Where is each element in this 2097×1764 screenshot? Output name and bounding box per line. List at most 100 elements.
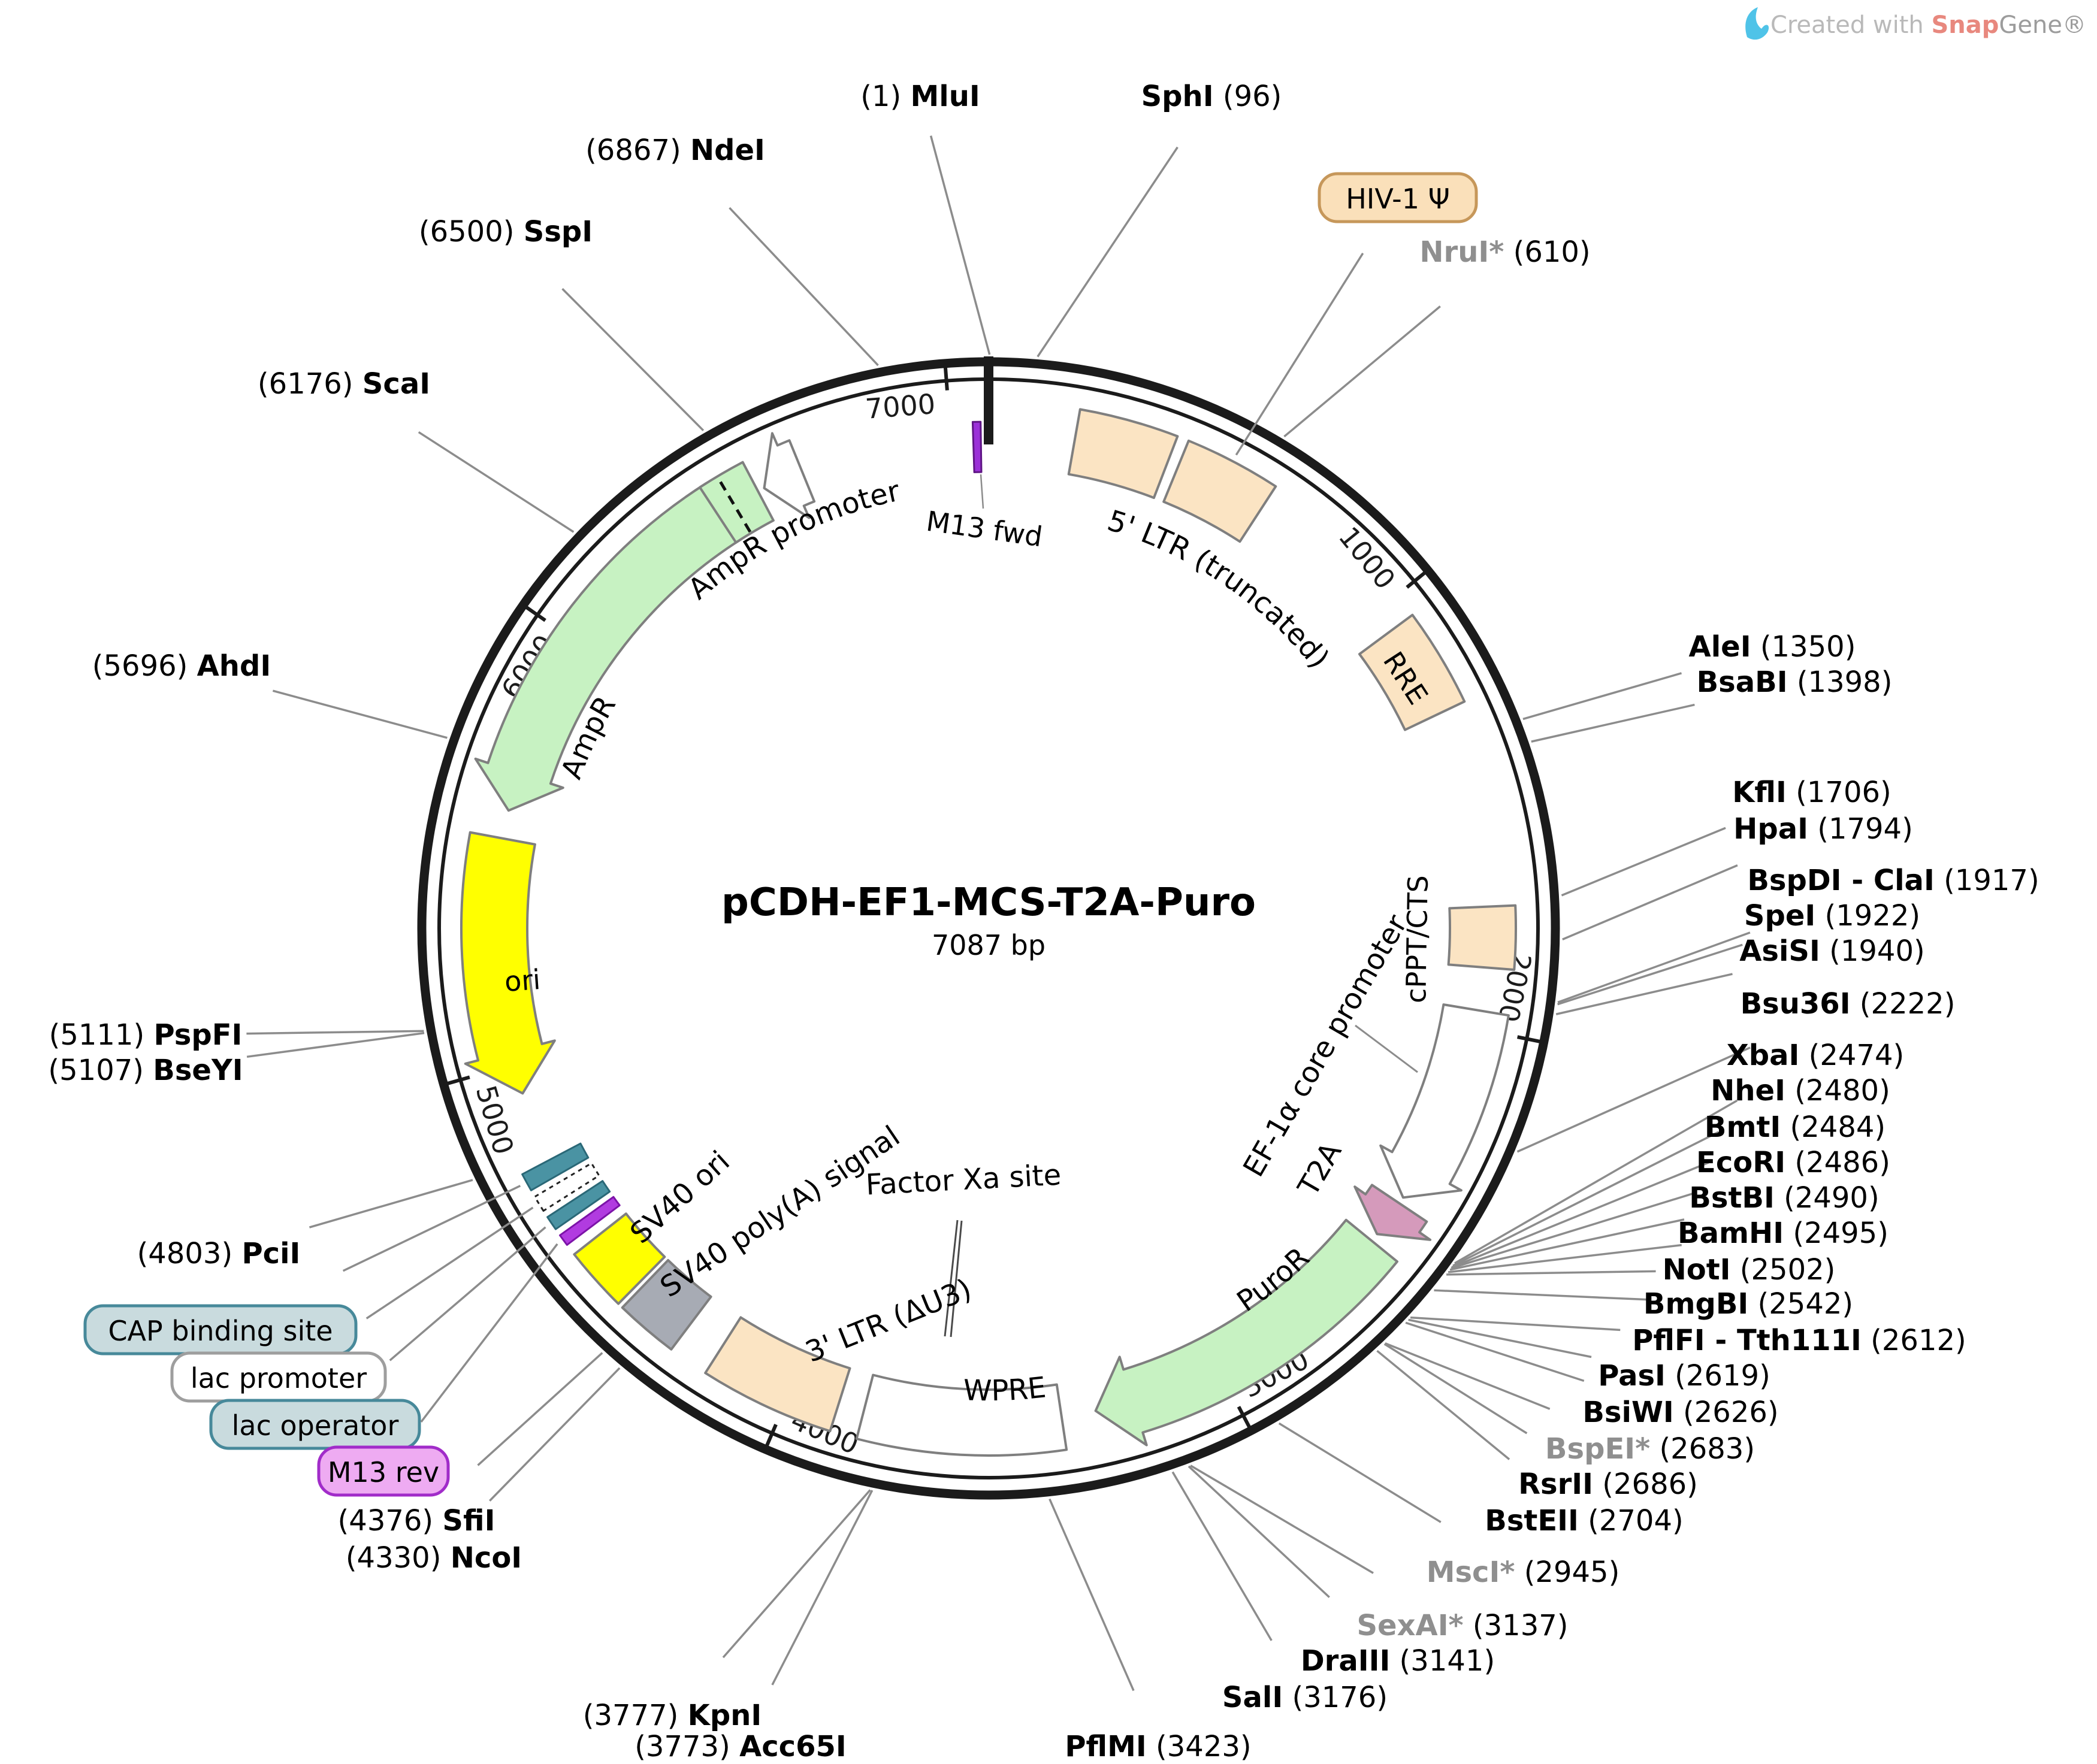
site-label-NruI*: NruI* (610) [1419, 235, 1590, 269]
site-label-NotI: NotI (2502) [1663, 1253, 1836, 1287]
site-label-BsiWI: BsiWI (2626) [1582, 1396, 1778, 1429]
site-label-Acc65I: (3773) Acc65I [634, 1730, 847, 1763]
line-factor-xa-tick-1 [950, 1220, 963, 1338]
site-leader-NdeI [729, 207, 879, 367]
feature-ampr-promoter-arrow [763, 432, 816, 519]
watermark-brand-gene: Gene® [1999, 11, 2086, 39]
site-label-PciI: (4803) PciI [137, 1237, 301, 1270]
site-leader-BmgBI [1434, 1289, 1648, 1301]
tick-7000 [943, 363, 949, 391]
callout-box-hiv1-psi [1318, 172, 1478, 223]
site-label-SpeI: SpeI (1922) [1744, 899, 1920, 933]
site-label-AleI: AleI (1350) [1689, 630, 1856, 664]
site-label-ScaI: (6176) ScaI [258, 367, 430, 401]
site-leader-ScaI [418, 431, 575, 533]
feature-lac-operator-marker [546, 1180, 611, 1230]
site-leader-AsiSI [1555, 973, 1733, 1015]
site-leader-PspFI [246, 1030, 424, 1035]
snapgene-watermark: Created with SnapGene® [1745, 7, 2086, 40]
site-leader-AleI [1522, 672, 1682, 721]
site-leader-SpeI [1557, 943, 1743, 1006]
feature-three-ltr-du3 [704, 1316, 851, 1433]
site-label-NcoI: (4330) NcoI [346, 1541, 522, 1575]
site-leader-SexAI* [1190, 1465, 1374, 1574]
site-label-MscI*: MscI* (2945) [1427, 1556, 1620, 1589]
site-label-DraIII: DraIII (3141) [1301, 1644, 1495, 1678]
tick-label-7000: 7000 [864, 388, 936, 425]
callout-label-cap-binding-site: CAP binding site [108, 1315, 333, 1347]
feature-puror [1094, 1218, 1398, 1447]
site-leader-Bsu36I [1516, 1046, 1751, 1153]
callout-leader-m13-rev [420, 1243, 558, 1423]
feature-cppt-cts [1447, 904, 1518, 971]
callout-leader-hiv1-psi [1235, 252, 1364, 456]
site-leader-SphI [1037, 146, 1179, 358]
site-leader-BstEII [1376, 1350, 1510, 1460]
site-leader-SfiI [477, 1352, 603, 1466]
site-label-AhdI: (5696) AhdI [92, 649, 271, 683]
site-leader-PflFI - Tth111I [1410, 1316, 1621, 1332]
site-leader-BstBI [1449, 1218, 1685, 1271]
site-leader-AhdI [272, 689, 448, 739]
tick-5000 [443, 1075, 470, 1087]
site-leader-HpaI [1562, 864, 1738, 941]
callout-label-hiv1-psi: HIV-1 Ψ [1346, 183, 1450, 215]
site-leader-BsaBI [1531, 703, 1695, 743]
site-label-BmtI: BmtI (2484) [1705, 1111, 1886, 1144]
watermark-brand-snap: Snap [1932, 11, 1999, 39]
site-label-BspEI*: BspEI* (2683) [1545, 1432, 1755, 1466]
feature-label-cppt-cts: cPPT/CTS [1400, 875, 1434, 1004]
site-label-RsrII: RsrII (2686) [1518, 1468, 1698, 1501]
site-leader-EcoRI [1451, 1191, 1697, 1269]
site-label-KflI: KflI (1706) [1732, 776, 1891, 809]
callout-label-lac-promoter: lac promoter [191, 1362, 367, 1394]
feature-ef1a-core-promoter [1379, 1003, 1510, 1199]
site-label-SfiI: (4376) SfiI [338, 1504, 495, 1538]
snapgene-swoosh-icon [1745, 7, 1769, 40]
site-leader-PciI [309, 1179, 473, 1229]
site-label-KpnI: (3777) KpnI [583, 1699, 762, 1732]
line-ampr-promoter-dash [716, 476, 752, 533]
site-label-NdeI: (6867) NdeI [585, 134, 765, 167]
line-factor-xa-tick-2 [944, 1220, 959, 1337]
site-leader-DraIII [1188, 1465, 1330, 1598]
site-label-PasI: PasI (2619) [1598, 1359, 1770, 1393]
site-leader-RsrII [1383, 1343, 1528, 1435]
feature-five-ltr-b [1162, 439, 1277, 543]
tick-1000 [1406, 568, 1429, 589]
feature-ampr-promoter [699, 461, 775, 544]
site-label-SphI: SphI (96) [1141, 80, 1282, 113]
site-leader-NcoI [489, 1367, 621, 1502]
site-leader-PasI [1408, 1318, 1592, 1358]
callout-box-lac-operator [209, 1399, 421, 1450]
site-leader-KflI [1561, 827, 1726, 897]
site-label-PflFI - Tth111I: PflFI - Tth111I (2612) [1632, 1324, 1966, 1357]
plasmid-size: 7087 bp [932, 929, 1046, 961]
site-leader-XbaI [1454, 1099, 1738, 1264]
tick-3000 [1237, 1406, 1253, 1432]
site-leader-NotI [1446, 1270, 1656, 1276]
feature-label-ori: ori [503, 963, 541, 998]
feature-five-ltr-a [1067, 408, 1179, 500]
site-leader-PflMI [1048, 1498, 1135, 1692]
site-leader-BamHI [1448, 1243, 1682, 1273]
site-label-BamHI: BamHI (2495) [1678, 1217, 1888, 1250]
feature-t2a [1353, 1184, 1432, 1241]
callout-leader-cap-binding-site [342, 1185, 521, 1272]
watermark-text: Created with SnapGene® [1770, 11, 2086, 39]
site-label-BsaBI: BsaBI (1398) [1697, 665, 1893, 699]
site-leader-NruI* [1283, 305, 1441, 438]
site-label-BspDI - ClaI: BspDI - ClaI (1917) [1747, 864, 2039, 897]
feature-wpre [855, 1373, 1068, 1457]
line-m13-fwd-leader [980, 474, 984, 509]
site-label-EcoRI: EcoRI (2486) [1696, 1146, 1890, 1179]
site-leader-MscI* [1278, 1422, 1442, 1523]
site-label-XbaI: XbaI (2474) [1727, 1039, 1905, 1072]
site-label-AsiSI: AsiSI (1940) [1739, 934, 1924, 968]
site-label-Bsu36I: Bsu36I (2222) [1741, 987, 1956, 1021]
callout-label-lac-operator: lac operator [232, 1409, 399, 1442]
site-leader-KpnI [722, 1489, 871, 1659]
site-label-SspI: (6500) SspI [419, 215, 593, 249]
line-ef1a-label-leader [1355, 1024, 1418, 1073]
site-label-BstEII: BstEII (2704) [1485, 1504, 1683, 1538]
